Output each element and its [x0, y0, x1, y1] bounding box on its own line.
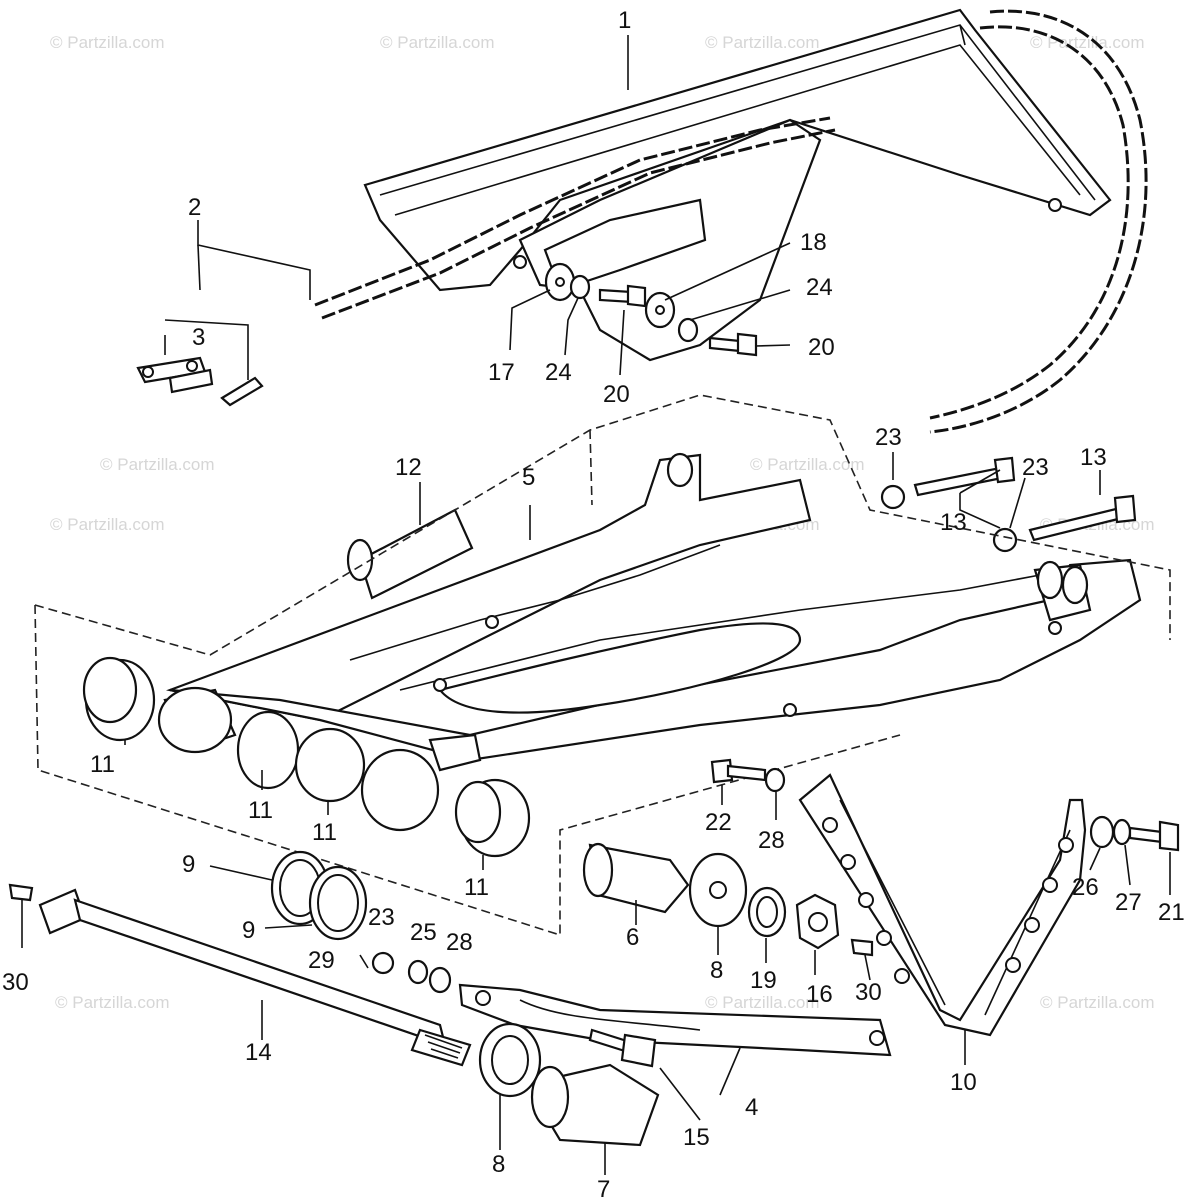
callout-24: 24	[806, 274, 833, 301]
watermark: © Partzilla.com	[55, 993, 170, 1012]
watermark: © Partzilla.com	[380, 33, 495, 52]
adjuster-bolts	[880, 456, 1137, 553]
callout-16: 16	[806, 981, 833, 1008]
callout-22: 22	[705, 809, 732, 836]
collar	[346, 508, 474, 600]
assembly-outline	[34, 394, 1171, 937]
callout-11: 11	[248, 797, 273, 824]
callout-26: 26	[1072, 874, 1099, 901]
callout-27: 27	[1115, 889, 1142, 916]
callout-6: 6	[626, 924, 639, 951]
callout-11: 11	[312, 819, 337, 846]
callout-28: 28	[758, 827, 785, 854]
callout-29: 29	[308, 947, 335, 974]
callout-21: 21	[1158, 899, 1185, 926]
drive-chain	[314, 9, 1148, 434]
watermark: © Partzilla.com	[50, 33, 165, 52]
chain-joint-parts	[136, 356, 264, 407]
pivot-bushings	[82, 656, 531, 858]
callout-23: 23	[875, 424, 902, 451]
callout-2: 2	[188, 194, 201, 221]
suspension-link	[458, 983, 892, 1057]
bracket-bolt	[710, 758, 786, 793]
callout-3: 3	[192, 324, 205, 351]
callout-25: 25	[410, 919, 437, 946]
callout-11: 11	[464, 874, 489, 901]
v-bracket	[798, 773, 1087, 1037]
callout-11: 11	[90, 751, 115, 778]
dust-seals	[270, 850, 368, 941]
grease-fittings	[8, 883, 874, 957]
callout-19: 19	[750, 967, 777, 994]
watermark: © Partzilla.com	[705, 33, 820, 52]
callout-20: 20	[603, 381, 630, 408]
callout-12: 12	[395, 454, 422, 481]
watermark: © Partzilla.com	[100, 455, 215, 474]
callout-28: 28	[446, 929, 473, 956]
callout-14: 14	[245, 1039, 272, 1066]
callout-18: 18	[800, 229, 827, 256]
leader-lines	[21, 35, 1171, 1175]
callout-23: 23	[368, 904, 395, 931]
callout-17: 17	[488, 359, 515, 386]
swing-arm	[165, 452, 1142, 772]
callout-7: 7	[597, 1176, 610, 1200]
callout-23: 23	[1022, 454, 1049, 481]
callout-13: 13	[1080, 444, 1107, 471]
lower-bushings	[478, 1022, 660, 1147]
callout-1: 1	[618, 7, 631, 34]
link-bolt	[588, 1028, 657, 1068]
watermark: © Partzilla.com	[705, 993, 820, 1012]
bracket-hardware	[1089, 815, 1180, 852]
watermark: © Partzilla.com	[750, 455, 865, 474]
callout-30: 30	[2, 969, 29, 996]
callout-10: 10	[950, 1069, 977, 1096]
watermark: © Partzilla.com	[50, 515, 165, 534]
callout-20: 20	[808, 334, 835, 361]
callout-15: 15	[683, 1124, 710, 1151]
watermark: © Partzilla.com	[1030, 33, 1145, 52]
link-hardware	[359, 951, 452, 994]
callout-9: 9	[182, 851, 195, 878]
callout-4: 4	[745, 1094, 758, 1121]
chain-case	[363, 8, 1112, 362]
callouts: 1 2 3 12 5 17 24 20 18 24 20 23 13 23 13…	[2, 7, 1185, 1200]
callout-8: 8	[710, 957, 723, 984]
shock-mount-parts	[582, 842, 840, 950]
callout-30: 30	[855, 979, 882, 1006]
callout-13: 13	[940, 509, 967, 536]
callout-5: 5	[522, 464, 535, 491]
watermark: © Partzilla.com	[1040, 993, 1155, 1012]
callout-8: 8	[492, 1151, 505, 1178]
case-hardware	[544, 262, 758, 357]
callout-9: 9	[242, 917, 255, 944]
pivot-shaft	[38, 888, 472, 1067]
callout-24: 24	[545, 359, 572, 386]
